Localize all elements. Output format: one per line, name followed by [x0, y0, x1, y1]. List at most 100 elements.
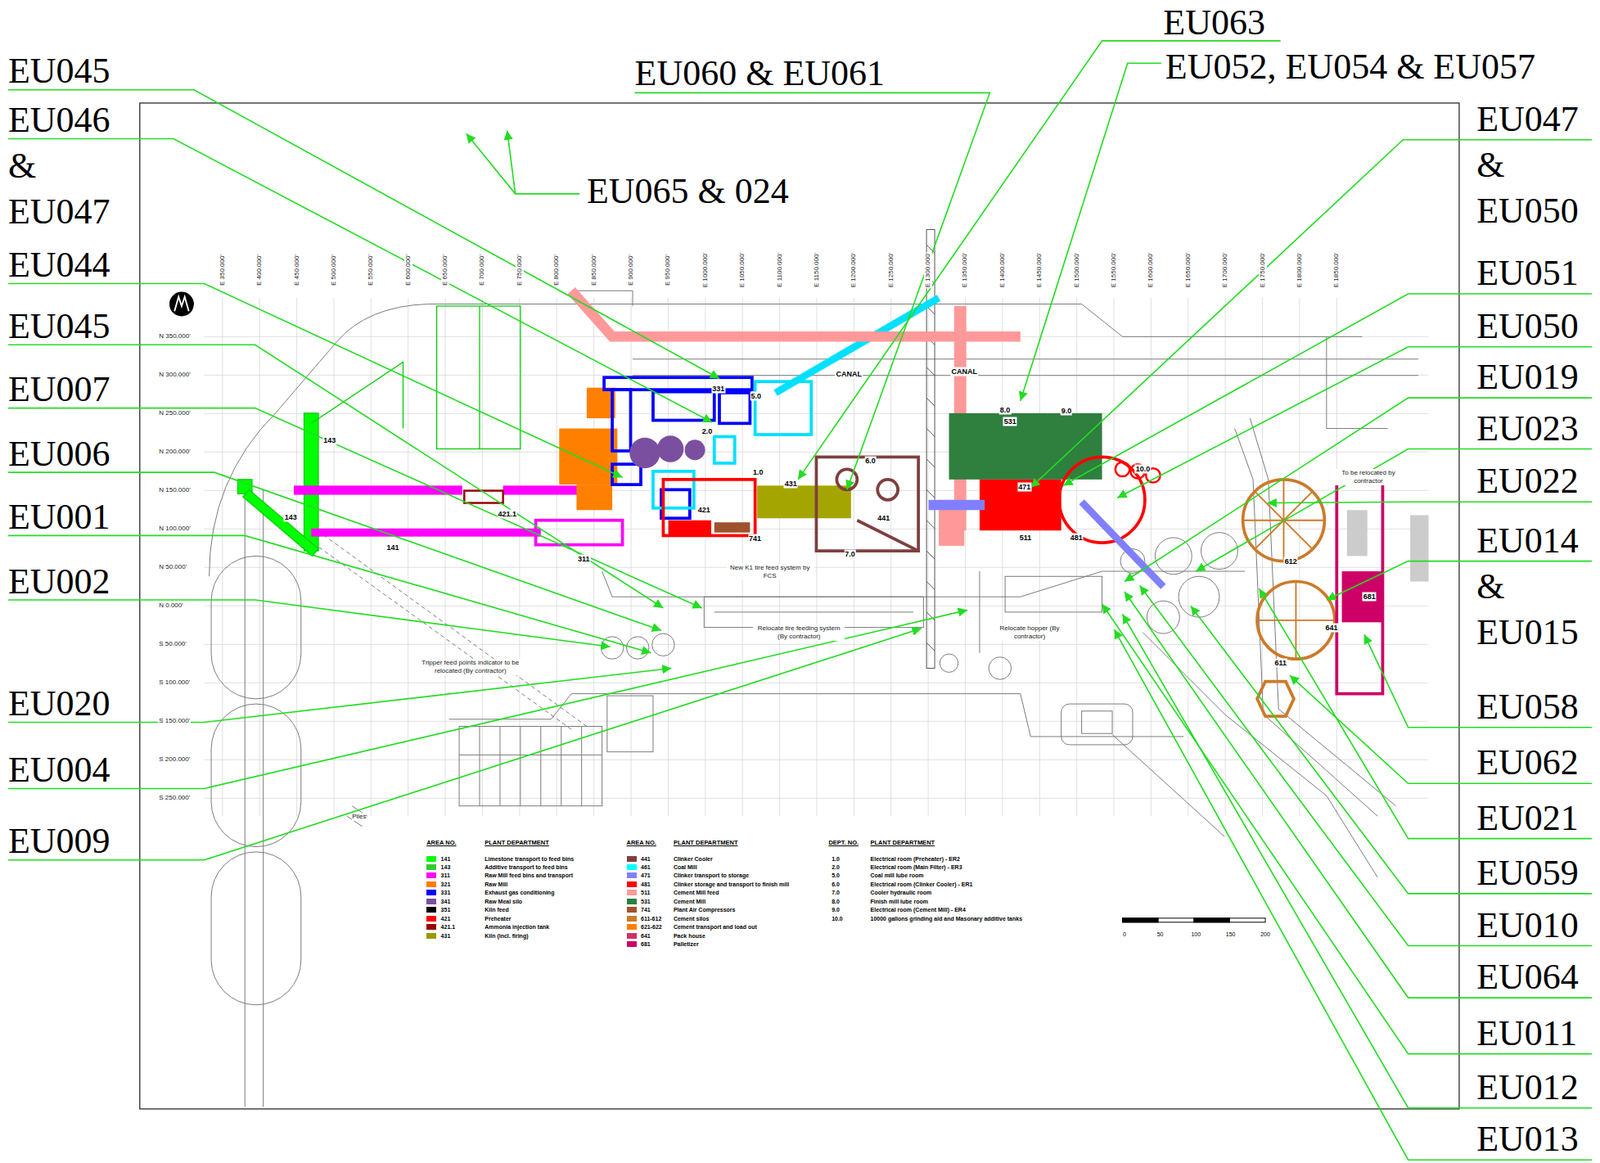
site-outline: [1154, 537, 1192, 575]
callout-label: EU064: [1476, 954, 1579, 1001]
legend-cell: 341: [441, 897, 451, 906]
plan-note: Piles: [351, 812, 366, 821]
legend-text: Pack house: [673, 932, 706, 940]
coal-mill: [653, 471, 695, 509]
area-number: 681: [1362, 592, 1377, 602]
legend-text: Cement Mill: [673, 897, 706, 906]
legend-cell: 141: [441, 855, 451, 863]
legend-text: Exhaust gas conditioning: [484, 888, 555, 897]
leader-line: [8, 535, 651, 653]
scale-bar: [1194, 918, 1231, 923]
grid-coordinate: E 750.000': [515, 253, 524, 287]
legend-swatch: [426, 872, 437, 879]
legend-header: PLANT DEPARTMENT: [484, 838, 550, 847]
legend-text: Raw Mill: [484, 880, 508, 888]
site-outline: [988, 657, 1011, 680]
area-number: 6.0: [864, 456, 877, 466]
legend-cell: 2.0: [831, 863, 840, 871]
raw-meal-silo: [685, 439, 706, 460]
pack-house: [1342, 571, 1384, 622]
plan-note: New K1 tire feed system by FCS: [726, 563, 814, 581]
grid-coordinate: E 1700.000': [1221, 252, 1230, 289]
legend-cell: Electrical room (Clinker Cooler) - ER1: [870, 880, 974, 888]
legend-cell: 641: [640, 932, 651, 940]
clinker-cooler: [815, 456, 919, 551]
leader-line: [1114, 629, 1593, 1160]
grid-coordinate: S 250.000': [157, 793, 191, 803]
leader-line: [1122, 613, 1592, 1108]
leader-line: [1267, 501, 1592, 503]
grid-coordinate: E 400.000': [255, 253, 264, 287]
callout-label: EU012: [1476, 1064, 1579, 1111]
area-number: 143: [283, 512, 298, 522]
area-number: 5.0: [750, 391, 763, 401]
exhaust-gas: [661, 489, 690, 519]
grid-coordinate: E 550.000': [366, 253, 375, 287]
site-outline: [1005, 576, 1102, 613]
callout-label: EU022: [1476, 458, 1579, 505]
legend-text: Plant Air Compressors: [673, 905, 736, 914]
callout-label: EU046 & EU047: [8, 97, 127, 235]
legend-cell: 421.1: [441, 923, 456, 931]
cement-silos: [1257, 581, 1335, 660]
leader-line: [1102, 603, 1592, 1055]
grid-coordinate: N 100.000': [157, 524, 191, 533]
clinker-transport: [928, 500, 986, 510]
cement-silos: [1257, 581, 1335, 660]
grid-coordinate: E 1300.000': [923, 252, 933, 289]
legend-swatch: [626, 881, 637, 888]
north-arrow: [169, 291, 194, 316]
site-outline: [209, 303, 1363, 577]
site-outline: [211, 851, 302, 1006]
grid-coordinate: N 250.000': [157, 409, 191, 418]
grid-coordinate: E 800.000': [552, 253, 561, 287]
legend-text: Ammonia injection tank: [484, 923, 550, 931]
legend-text: Coal Mill: [673, 863, 698, 871]
leader-line: [1124, 591, 1592, 998]
site-outline: [449, 694, 1185, 737]
grid-coordinate: E 1050.000': [738, 252, 747, 289]
callout-label: EU019: [1476, 354, 1579, 401]
limestone-transport: [478, 306, 480, 450]
leader-line: [507, 130, 516, 194]
legend-text: Clinker transport to storage: [673, 871, 749, 879]
leader-line: [8, 40, 1592, 1160]
site-outline: [209, 229, 1419, 1107]
grid-coordinate: E 1400.000': [998, 252, 1007, 289]
limestone-transport: [310, 362, 403, 429]
cement-mill-feed: [571, 290, 1021, 337]
legend-header: PLANT DEPARTMENT: [870, 838, 936, 847]
scale-bar: [1122, 918, 1266, 923]
site-outline: [652, 633, 675, 656]
grid-coordinate: E 1200.000': [849, 252, 858, 289]
legend-cell: 8.0: [831, 897, 840, 906]
grid-coordinate: E 1150.000': [812, 252, 821, 289]
site-outline: [211, 703, 302, 848]
pack-house: [1336, 479, 1383, 695]
grid-coordinate: E 1600.000': [1146, 252, 1155, 289]
leader-line: [1063, 293, 1592, 486]
grid-coordinate: E 1000.000': [701, 252, 710, 289]
grid-coordinate: E 1850.000': [1332, 252, 1341, 289]
grid-coordinate: N 350.000': [157, 332, 191, 341]
grid-coordinate: E 1650.000': [1184, 252, 1193, 289]
legend-cell: 1.0: [831, 855, 840, 863]
grid-coordinate: S 100.000': [157, 678, 191, 687]
legend-text: Kiln (incl. firing): [484, 932, 528, 940]
callout-label: EU058: [1476, 684, 1579, 731]
area-number: 441: [876, 513, 891, 523]
grid-coordinate: N 0.000': [157, 601, 185, 610]
leader-line: [8, 472, 662, 631]
legend-cell: Coal mill lube room: [870, 871, 924, 879]
site-outline: [979, 571, 1225, 837]
pack-house: [1336, 479, 1383, 695]
callout-label: EU062: [1476, 739, 1579, 786]
area-number: 7.0: [843, 549, 857, 559]
leader-line: [1020, 63, 1162, 402]
legend-text: Kiln feed: [484, 905, 510, 914]
grid-coordinate: E 1250.000': [887, 252, 896, 289]
site-outline: [607, 695, 654, 753]
north-arrow: [174, 297, 189, 311]
grid-coordinate: S 150.000': [157, 716, 191, 726]
